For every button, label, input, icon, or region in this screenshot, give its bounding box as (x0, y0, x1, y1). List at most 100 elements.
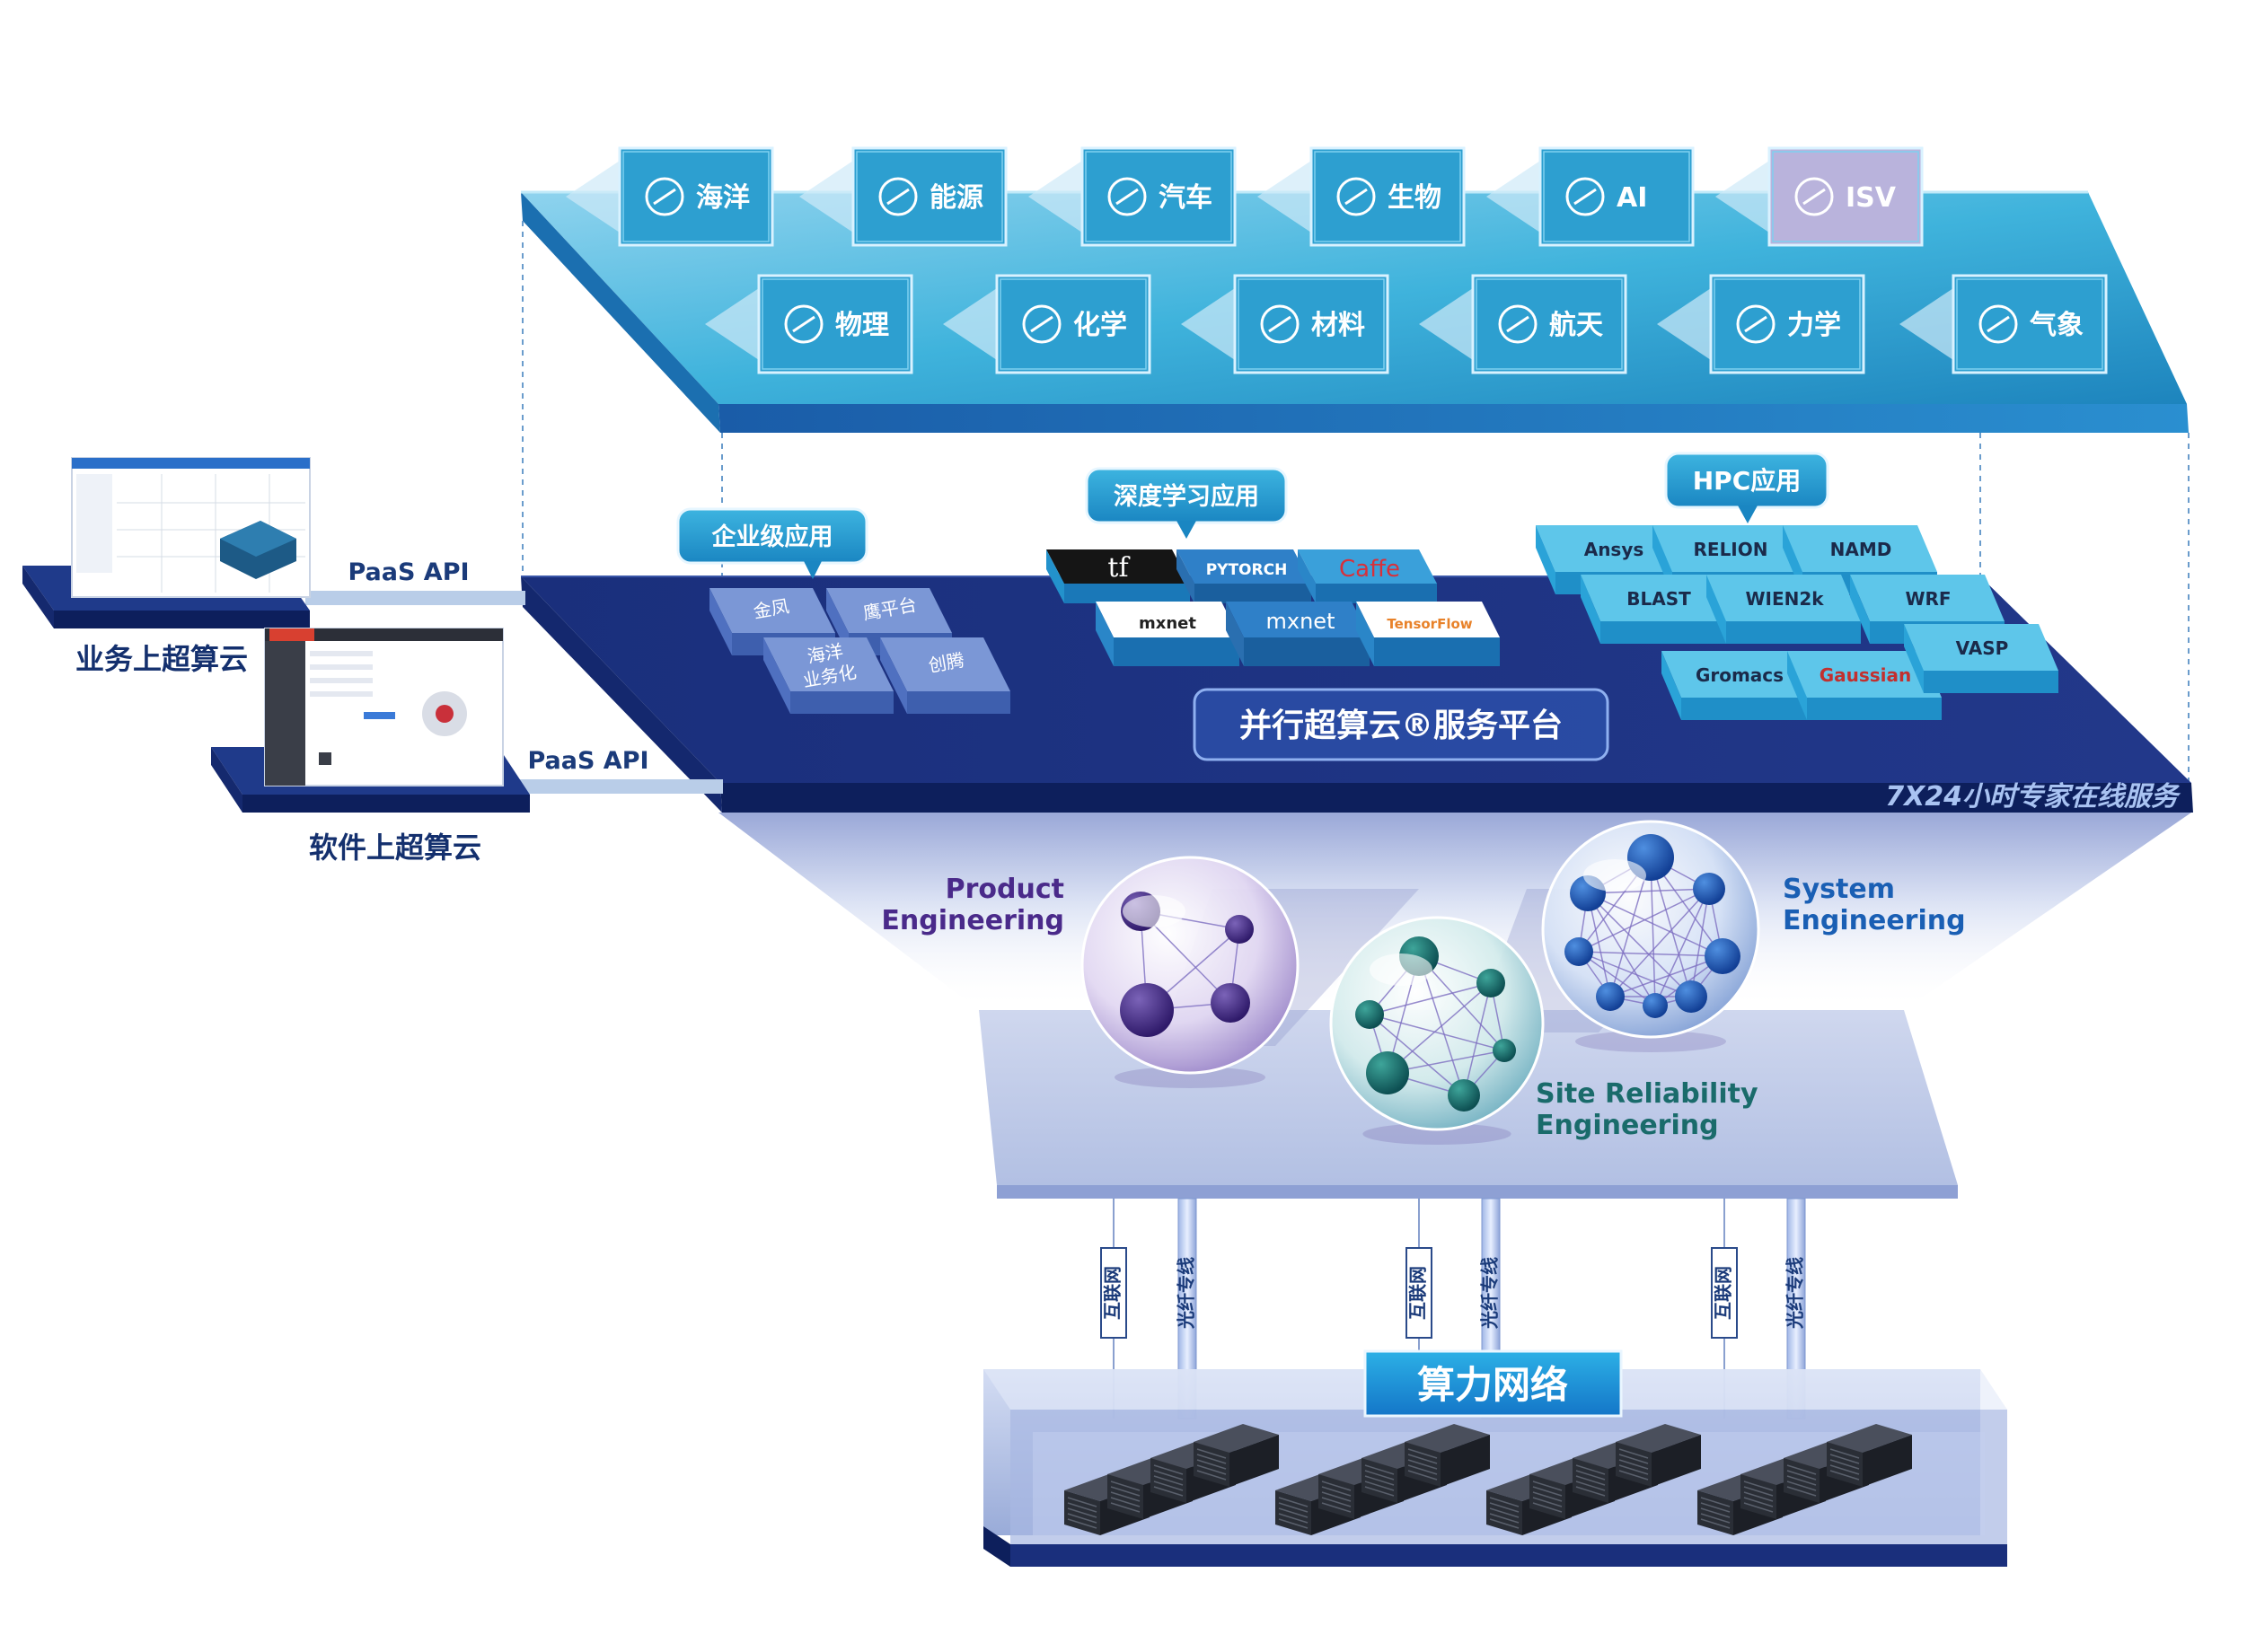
dl-tile-pytorch[interactable]: PYTORCH (1176, 549, 1311, 603)
dl-tile-mxnet-1[interactable]: mxnet (1096, 602, 1239, 666)
dl-tile-label: TensorFlow (1387, 616, 1472, 632)
hpc-tile-label: Ansys (1584, 539, 1644, 560)
hpc-tile-8[interactable]: Gaussian (1787, 651, 1942, 720)
software-screenshot[interactable] (264, 628, 504, 786)
dl-tile-tensorflow-logo[interactable]: tf (1046, 549, 1190, 603)
server-racks (1064, 1424, 1912, 1535)
hpc-tile-label: BLAST (1626, 588, 1691, 610)
deep-learning-tag: 深度学习应用 (1085, 467, 1288, 539)
link-label: 光纤专线 (1479, 1257, 1501, 1330)
network-node (1211, 983, 1250, 1023)
microscope-icon (1336, 177, 1376, 216)
hpc-tile-label: NAMD (1830, 539, 1892, 560)
mechanics-icon (1736, 304, 1776, 344)
industry-tile-2-row1[interactable]: 能源 (799, 146, 1008, 247)
network-node (1643, 993, 1668, 1018)
industry-tile-6-row1[interactable]: ISV (1715, 146, 1924, 247)
network-node (1355, 1000, 1384, 1029)
industry-tile-5-row1[interactable]: AI (1486, 146, 1695, 247)
network-node (1596, 982, 1625, 1011)
hpc-tile-label: WRF (1905, 588, 1951, 610)
industry-tile-4-row2[interactable]: 航天 (1419, 274, 1627, 374)
enterprise-tag: 企业级应用 (676, 507, 868, 579)
industry-label: 生物 (1388, 182, 1441, 214)
network-node (1693, 873, 1725, 905)
industry-tile-2-row2[interactable]: 化学 (943, 274, 1151, 374)
enterprise-tile-3[interactable]: 海洋 业务化 (763, 637, 894, 714)
hpc-tile-7[interactable]: Gromacs (1661, 651, 1816, 720)
hpc-tile-4[interactable]: BLAST (1581, 575, 1735, 644)
dl-tile-caffe[interactable]: Caffe (1298, 549, 1437, 603)
api-label-1: PaaS API (348, 558, 469, 586)
link-label: 光纤专线 (1176, 1257, 1197, 1330)
dl-tile-label: Caffe (1339, 556, 1400, 583)
industry-label: 海洋 (696, 182, 750, 214)
api-label-2: PaaS API (527, 747, 648, 775)
server-rack-group (1064, 1424, 1279, 1535)
network-node (1493, 1039, 1516, 1062)
industry-label: 力学 (1787, 310, 1841, 341)
hpc-tag: HPC应用 (1664, 452, 1829, 523)
enterprise-tile-4[interactable]: 创腾 (880, 637, 1010, 714)
ai-head-icon (1565, 177, 1605, 216)
industry-label: 化学 (1073, 310, 1127, 341)
dl-tile-label: mxnet (1139, 614, 1196, 633)
network-node (1225, 915, 1254, 944)
dl-tile-mxnet-2[interactable]: mxnet (1226, 602, 1370, 666)
hpc-tile-9[interactable]: VASP (1904, 624, 2058, 693)
industry-label: AI (1617, 182, 1647, 214)
enterprise-tag-label: 企业级应用 (712, 523, 833, 551)
dl-tile-label: mxnet (1266, 609, 1335, 634)
industry-tile-3-row2[interactable]: 材料 (1181, 274, 1389, 374)
internet-link: 互联网 (1711, 1199, 1738, 1419)
hpc-tile-label: VASP (1956, 637, 2009, 659)
link-label: 互联网 (1102, 1266, 1124, 1320)
industry-tile-1-row1[interactable]: 海洋 (566, 146, 774, 247)
flask-icon (1022, 304, 1062, 344)
left-clients: PaaS API PaaS API 业务上超算云 (22, 457, 723, 865)
deep-learning-apps: tf PYTORCH Caffe mxnet mxnet (1046, 467, 1500, 666)
network-node (1448, 1079, 1480, 1112)
industry-label: 航天 (1549, 310, 1603, 341)
compute-network-tag: 算力网络 (1363, 1349, 1623, 1418)
fiber-link: 光纤专线 (1176, 1198, 1197, 1419)
api-connector-2 (503, 779, 723, 794)
industry-tile-1-row2[interactable]: 物理 (705, 274, 913, 374)
guide-lines (522, 221, 2190, 790)
fiber-link: 光纤专线 (1784, 1198, 1806, 1419)
network-node (1120, 983, 1174, 1037)
platform-title-banner[interactable]: 并行超算云®服务平台 (1193, 688, 1609, 761)
system-sphere (1541, 820, 1760, 1052)
platform-title: 并行超算云®服务平台 (1239, 707, 1563, 744)
link-label: 互联网 (1407, 1266, 1429, 1320)
link-label: 光纤专线 (1784, 1257, 1806, 1330)
satellite-icon (1498, 304, 1538, 344)
hpc-tag-label: HPC应用 (1693, 466, 1802, 496)
business-screenshot[interactable] (71, 457, 311, 598)
dl-tile-label: PYTORCH (1206, 561, 1288, 579)
engineering-spheres (1080, 820, 1760, 1145)
api-connector-1 (305, 591, 525, 605)
dl-tile-tensorflow[interactable]: TensorFlow (1356, 602, 1500, 666)
industry-tile-3-row1[interactable]: 汽车 (1028, 146, 1237, 247)
dl-tile-label: tf (1107, 552, 1130, 584)
industry-tiles: 海洋 能源汽车 生物 AI ISV 物理 化学 材料 航天 力学 气象 (566, 146, 2108, 374)
enterprise-apps: 金凤 鹰平台 海洋 业务化 创腾 企业级应用 (676, 507, 1010, 714)
compute-network-title: 算力网络 (1417, 1363, 1568, 1407)
server-rack-group (1697, 1424, 1912, 1535)
server-rack-group (1275, 1424, 1490, 1535)
industry-label: ISV (1846, 182, 1897, 214)
network-node (1366, 1051, 1409, 1094)
internet-link: 互联网 (1100, 1199, 1127, 1419)
hpc-tile-label: WIEN2k (1745, 588, 1824, 610)
internet-link: 互联网 (1405, 1199, 1432, 1419)
server-rack-group (1486, 1424, 1701, 1535)
industry-tile-6-row2[interactable]: 气象 (1899, 274, 2108, 374)
industry-tile-5-row2[interactable]: 力学 (1657, 274, 1865, 374)
hpc-tile-5[interactable]: WIEN2k (1706, 575, 1861, 644)
industry-tile-4-row1[interactable]: 生物 (1257, 146, 1466, 247)
